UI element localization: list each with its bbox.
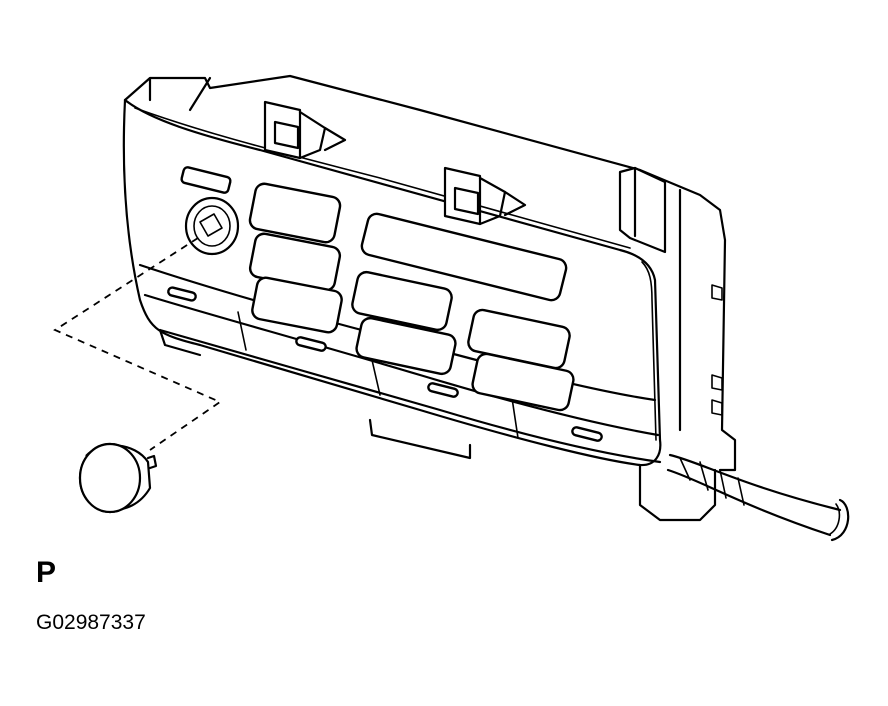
wire-harness <box>666 453 850 542</box>
control-buttons <box>248 182 575 412</box>
display-window <box>360 212 568 302</box>
strip-indicators <box>167 286 603 442</box>
illustration-code: G02987337 <box>36 611 146 634</box>
button-left-3 <box>251 276 343 334</box>
removed-knob <box>78 442 158 514</box>
indicator-slot <box>180 166 232 194</box>
button-center-2 <box>355 316 457 376</box>
button-left-1 <box>248 182 342 244</box>
top-clip-right <box>443 166 527 226</box>
button-right-2 <box>471 352 575 412</box>
top-post-right <box>618 166 667 254</box>
leader-line <box>53 237 222 451</box>
knob-socket <box>184 196 240 256</box>
top-clip-left <box>263 100 347 160</box>
button-center-1 <box>351 270 453 332</box>
view-label: P <box>36 556 57 589</box>
